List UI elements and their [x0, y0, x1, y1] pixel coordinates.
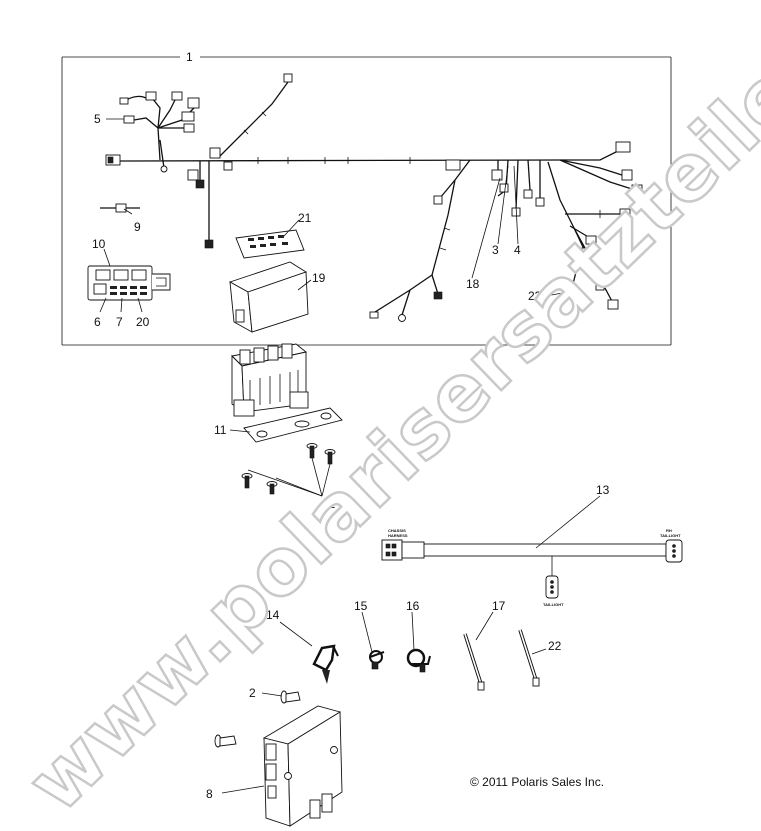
- copyright-text: © 2011 Polaris Sales Inc.: [470, 775, 604, 789]
- callout-5: 5: [94, 112, 101, 126]
- fuse-label-sheet-21: [235, 229, 305, 259]
- inline-connector-9: [100, 203, 140, 213]
- control-module-8: [262, 705, 343, 827]
- callout-17: 17: [492, 599, 506, 613]
- watermark-text: www.polarisersatzteile.de: [11, 0, 761, 830]
- cable-tie-22: [518, 629, 540, 687]
- main-wiring-harness: [105, 73, 643, 322]
- callout-13: 13: [596, 483, 610, 497]
- harness-label-left-2: HARNESS: [388, 533, 408, 538]
- fuse-box-cover-19: [228, 261, 309, 333]
- callout-8: 8: [206, 787, 213, 801]
- callout-numbers: 1 5 9 10 6 7 20 21 19 3 4 18 23 11 12 13…: [92, 50, 610, 801]
- harness-label-right-1: RH: [666, 528, 672, 533]
- callout-7: 7: [116, 315, 123, 329]
- callout-10: 10: [92, 237, 106, 251]
- callout-22: 22: [548, 639, 562, 653]
- fuse-block-assembly: [231, 343, 309, 417]
- clip-15: [369, 650, 385, 670]
- harness-label-right-2: TAILLIGHT: [660, 533, 681, 538]
- callout-2: 2: [249, 686, 256, 700]
- harness-label-bottom: TAILLIGHT: [543, 602, 564, 607]
- callout-1: 1: [186, 50, 193, 64]
- clamp-16: [406, 648, 431, 673]
- callout-12: 12: [322, 497, 336, 511]
- harness-label-left-1: CHASSIS: [388, 528, 406, 533]
- callout-23: 23: [528, 289, 542, 303]
- wire-clip-14: [312, 644, 339, 684]
- callout-21: 21: [298, 211, 312, 225]
- leader-lines: [99, 118, 601, 794]
- main-harness-frame: [61, 56, 672, 346]
- mounting-plate-11: [243, 407, 343, 443]
- taillight-harness-13: CHASSIS HARNESS RH TAILLIGHT TAILLIGHT: [381, 528, 683, 607]
- bolts-12: [241, 443, 336, 495]
- callout-18: 18: [466, 277, 480, 291]
- callout-11: 11: [214, 423, 227, 437]
- callout-4: 4: [514, 243, 521, 257]
- callout-6: 6: [94, 315, 101, 329]
- callout-20: 20: [136, 315, 150, 329]
- callout-16: 16: [406, 599, 420, 613]
- callout-14: 14: [266, 608, 280, 622]
- cable-tie-17: [463, 633, 485, 691]
- callout-15: 15: [354, 599, 368, 613]
- callout-9: 9: [134, 220, 141, 234]
- relay-module-assembly: [87, 265, 171, 301]
- callout-3: 3: [492, 243, 499, 257]
- push-rivets-2: [214, 690, 301, 748]
- callout-19: 19: [312, 271, 326, 285]
